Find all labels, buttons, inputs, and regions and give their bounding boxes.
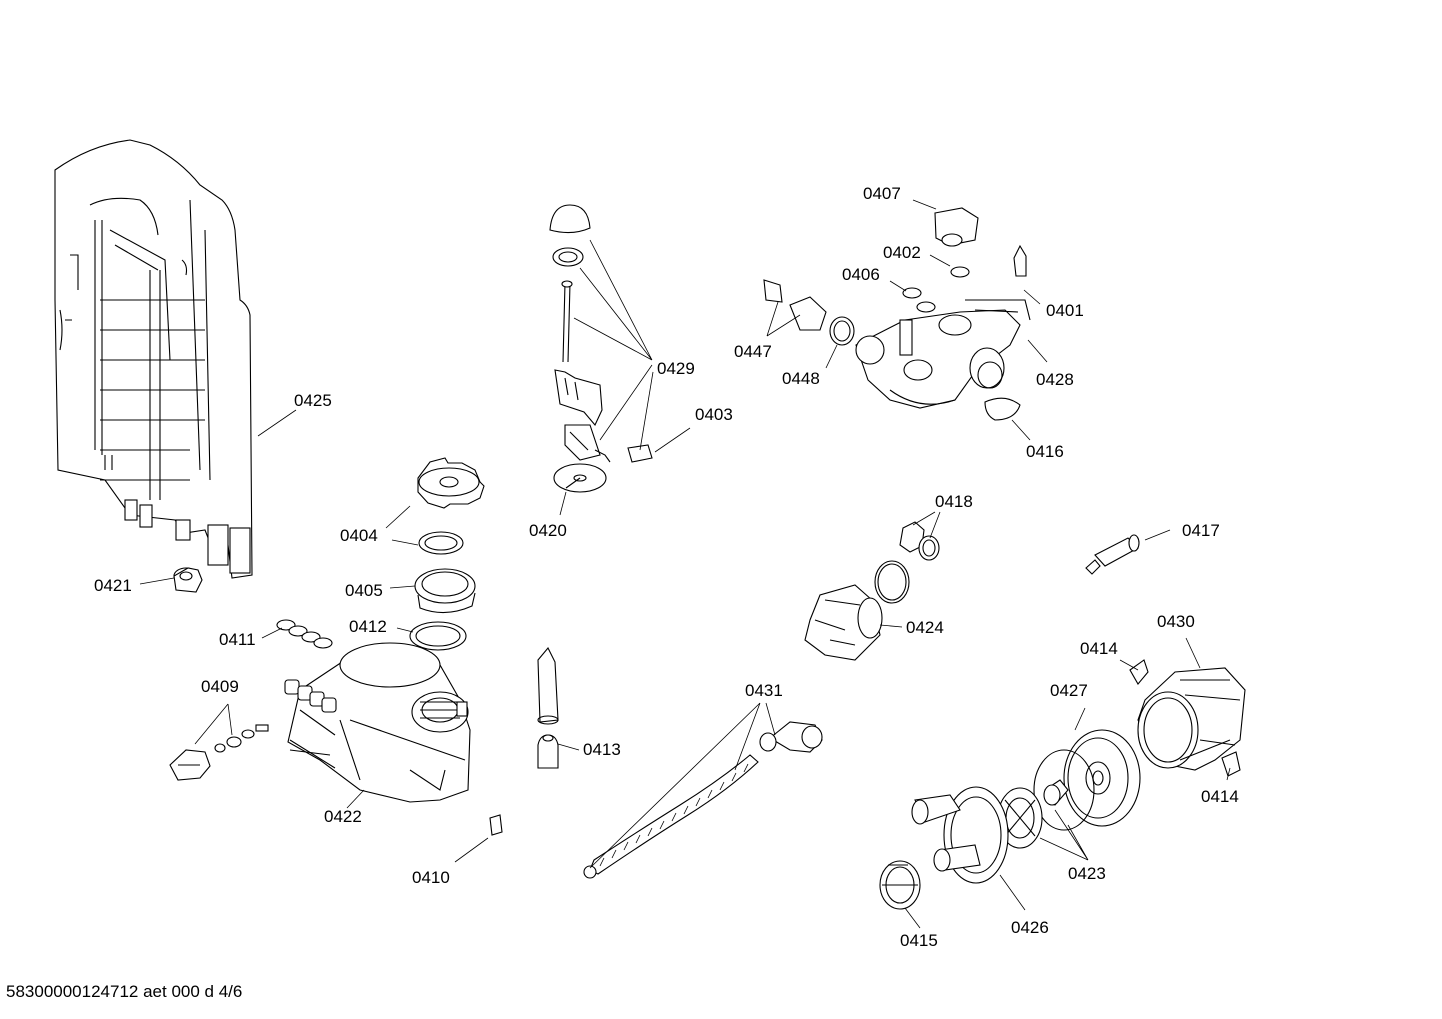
- label-0424[interactable]: 0424: [906, 618, 944, 637]
- label-0409[interactable]: 0409: [201, 677, 239, 696]
- part-0415-drawing: [879, 860, 921, 910]
- label-0425[interactable]: 0425: [294, 391, 332, 410]
- label-0403[interactable]: 0403: [695, 405, 733, 424]
- label-0405[interactable]: 0405: [345, 581, 383, 600]
- label-0404[interactable]: 0404: [340, 526, 378, 545]
- label-0426[interactable]: 0426: [1011, 918, 1049, 937]
- part-0410-drawing: [489, 814, 503, 836]
- label-0401[interactable]: 0401: [1046, 301, 1084, 320]
- label-0428[interactable]: 0428: [1036, 370, 1074, 389]
- label-0410[interactable]: 0410: [412, 868, 450, 887]
- label-0447[interactable]: 0447: [734, 342, 772, 361]
- label-0402[interactable]: 0402: [883, 243, 921, 262]
- label-0415[interactable]: 0415: [900, 931, 938, 950]
- part-0429-drawing: [549, 204, 653, 463]
- label-0420[interactable]: 0420: [529, 521, 567, 540]
- label-0414-bottom[interactable]: 0414: [1201, 787, 1239, 806]
- document-id-footer: 58300000124712 aet 000 d 4/6: [6, 982, 243, 1001]
- part-0431-drawing: [583, 721, 823, 879]
- part-0405-drawing: [414, 531, 476, 614]
- label-0413[interactable]: 0413: [583, 740, 621, 759]
- part-0424-drawing: [804, 560, 910, 661]
- label-0416[interactable]: 0416: [1026, 442, 1064, 461]
- part-0404-drawing: [417, 457, 485, 509]
- label-0431[interactable]: 0431: [745, 681, 783, 700]
- label-0429[interactable]: 0429: [657, 359, 695, 378]
- part-0430-drawing: [1129, 659, 1246, 777]
- label-0407[interactable]: 0407: [863, 184, 901, 203]
- part-0418-drawing: [899, 521, 940, 561]
- part-0425-drawing: [54, 139, 253, 579]
- label-0421[interactable]: 0421: [94, 576, 132, 595]
- label-0427[interactable]: 0427: [1050, 681, 1088, 700]
- part-0420-drawing: [553, 463, 607, 493]
- part-0422-drawing: [284, 642, 471, 803]
- label-0430[interactable]: 0430: [1157, 612, 1195, 631]
- part-0421-drawing: [173, 567, 203, 593]
- part-0423-drawing: [997, 749, 1095, 849]
- label-0412[interactable]: 0412: [349, 617, 387, 636]
- part-0412-drawing: [409, 621, 467, 651]
- part-0427-drawing: [1063, 729, 1141, 827]
- label-0417[interactable]: 0417: [1182, 521, 1220, 540]
- label-0423[interactable]: 0423: [1068, 864, 1106, 883]
- label-0448[interactable]: 0448: [782, 369, 820, 388]
- label-0406[interactable]: 0406: [842, 265, 880, 284]
- part-0409-drawing: [169, 724, 269, 781]
- part-0413-drawing: [537, 647, 559, 769]
- label-0411[interactable]: 0411: [219, 630, 256, 649]
- part-0428-drawing: [763, 207, 1031, 421]
- part-0417-drawing: [1085, 534, 1140, 575]
- leader-lines: [139, 199, 1231, 929]
- label-0414-top[interactable]: 0414: [1080, 639, 1118, 658]
- part-0426-drawing: [911, 786, 1009, 884]
- label-0422[interactable]: 0422: [324, 807, 362, 826]
- label-0418[interactable]: 0418: [935, 492, 973, 511]
- part-0411-drawing: [276, 619, 333, 649]
